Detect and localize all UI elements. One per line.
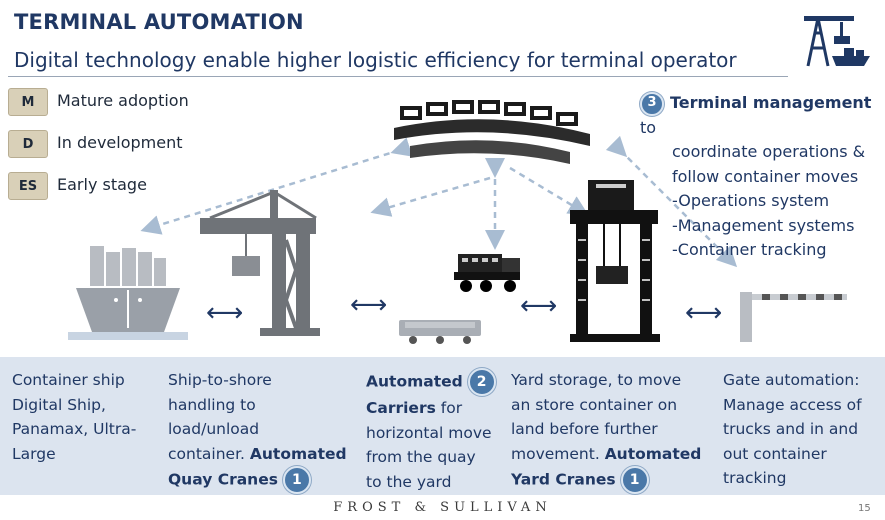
gate-line: trucks and in and bbox=[723, 420, 859, 438]
quay-bold: Quay Cranes bbox=[168, 470, 278, 489]
carriers-line: horizontal move bbox=[366, 423, 492, 442]
tm-line: -Management systems bbox=[672, 215, 855, 235]
carriers-bold: Automated bbox=[366, 372, 463, 391]
quay-line: Ship-to-shore bbox=[168, 371, 272, 389]
terminal-management-suffix: to bbox=[640, 117, 657, 137]
automated-carrier-icon bbox=[399, 320, 481, 344]
quay-line: handling to bbox=[168, 395, 256, 414]
carriers-bold: Carriers bbox=[366, 399, 436, 417]
quay-bold: Automated bbox=[249, 444, 347, 463]
carriers-line: for bbox=[435, 399, 463, 417]
quay-line: container. bbox=[168, 444, 250, 463]
number-badge-2: 2 bbox=[467, 368, 496, 396]
yard-line: land before further bbox=[511, 420, 658, 438]
ship-line: Large bbox=[12, 444, 56, 463]
connector-arrows bbox=[140, 135, 738, 268]
page-subtitle: Digital technology enable higher logisti… bbox=[14, 48, 737, 72]
yard-crane-icon bbox=[570, 180, 660, 342]
yard-bold: Yard Cranes bbox=[511, 470, 616, 489]
column-ship: Container ship Digital Ship, Panamax, Ul… bbox=[12, 368, 162, 466]
arrow-quay-carrier-icon: ⟷ bbox=[350, 290, 388, 320]
gate-line: tracking bbox=[723, 469, 787, 487]
column-quay: Ship-to-shore handling to load/unload co… bbox=[168, 368, 358, 494]
quay-line: load/unload bbox=[168, 420, 260, 438]
yard-line: movement. bbox=[511, 444, 605, 463]
gate-line: Gate automation: bbox=[723, 371, 860, 389]
legend-label-mature: Mature adoption bbox=[57, 91, 189, 110]
yard-bold: Automated bbox=[604, 444, 702, 463]
gate-line: out container bbox=[723, 444, 827, 463]
terminal-management-title: Terminal management bbox=[670, 93, 872, 112]
tm-line: coordinate operations & bbox=[672, 142, 866, 161]
legend-badge-early: ES bbox=[8, 172, 48, 200]
quay-crane-icon bbox=[200, 190, 320, 336]
number-badge-1: 1 bbox=[620, 466, 649, 494]
legend-badge-mature: M bbox=[8, 88, 48, 116]
tm-line: -Operations system bbox=[672, 191, 830, 210]
number-badge-1: 1 bbox=[282, 466, 311, 494]
gate-barrier-icon bbox=[740, 292, 847, 342]
arrow-carrier-yard-icon: ⟷ bbox=[520, 291, 558, 321]
gate-line: Manage access of bbox=[723, 395, 862, 414]
number-badge-3: 3 bbox=[640, 91, 664, 116]
legend-label-early: Early stage bbox=[57, 175, 147, 194]
arrow-yard-gate-icon: ⟷ bbox=[685, 298, 723, 328]
tm-line: -Container tracking bbox=[672, 240, 827, 259]
ship-line: Panamax, Ultra- bbox=[12, 420, 137, 438]
carriers-line: to the yard bbox=[366, 472, 452, 491]
page-title: TERMINAL AUTOMATION bbox=[14, 10, 304, 34]
yard-line: an store container on bbox=[511, 395, 678, 414]
ship-line: Container ship bbox=[12, 371, 125, 389]
terminal-management-text: 3 Terminal management to coordinate opera… bbox=[640, 91, 885, 263]
footer-brand: FROST & SULLIVAN bbox=[333, 500, 552, 515]
yard-line: Yard storage, to move bbox=[511, 371, 682, 389]
ship-line: Digital Ship, bbox=[12, 395, 106, 414]
crane-logo-icon bbox=[800, 8, 872, 70]
column-yard: Yard storage, to move an store container… bbox=[511, 368, 721, 494]
container-ship-icon bbox=[68, 246, 188, 340]
description-band bbox=[0, 357, 885, 495]
legend-badge-development: D bbox=[8, 130, 48, 158]
truck-icon bbox=[454, 254, 520, 292]
arrow-ship-quay-icon: ⟷ bbox=[206, 298, 244, 328]
column-gate: Gate automation: Manage access of trucks… bbox=[723, 368, 883, 491]
page-number: 15 bbox=[858, 503, 871, 514]
column-carriers: Automated 2 Carriers for horizontal move… bbox=[366, 368, 511, 494]
control-room-icon bbox=[394, 100, 590, 164]
tm-line: follow container moves bbox=[672, 166, 859, 186]
title-divider bbox=[8, 76, 788, 77]
carriers-line: from the quay bbox=[366, 448, 476, 466]
